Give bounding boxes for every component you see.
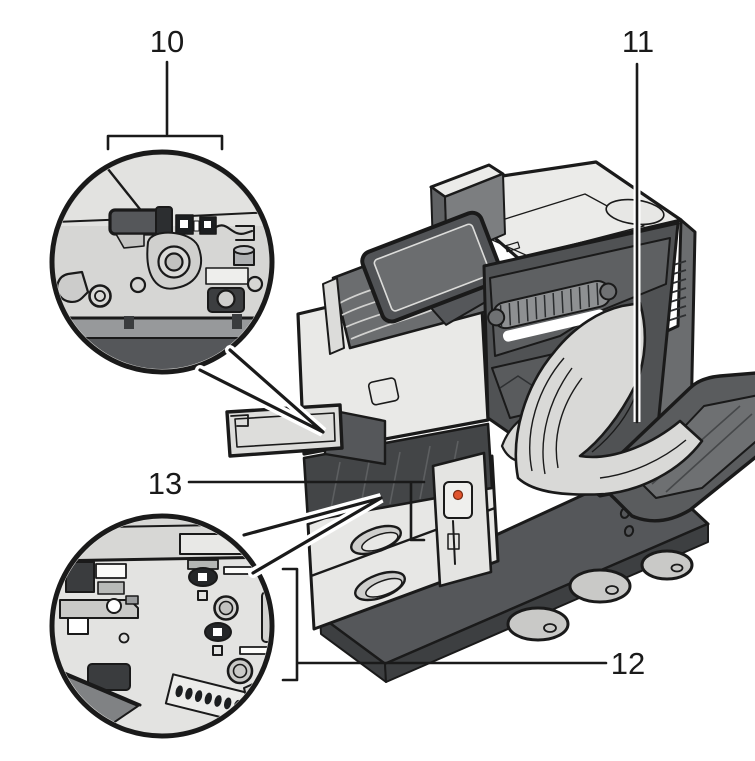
callout-12: 12: [281, 567, 645, 682]
callout-label-13: 13: [148, 466, 182, 501]
diagram-canvas: 10 11 13 12: [49, 24, 755, 739]
printer-illustration: [225, 160, 755, 683]
callout-11: 11: [622, 24, 654, 59]
latch-orange-indicator: [452, 489, 464, 501]
magnifier-circle-top: [49, 149, 327, 437]
sensor-wire: [214, 224, 254, 235]
caster-wheel: [568, 568, 632, 604]
callout-label-10: 10: [150, 24, 184, 59]
tray-handle: [354, 570, 406, 602]
callout-13: 13: [148, 466, 426, 542]
callout-10: 10: [106, 24, 224, 151]
caster-base-frame: [318, 464, 710, 683]
callout-10-bracket: [106, 134, 224, 151]
printer-jam-diagram: 10 11 13 12: [40, 16, 755, 745]
tray-stopper-block: [87, 663, 131, 691]
fuser-roller: [487, 280, 618, 330]
callout-label-12: 12: [611, 646, 645, 681]
paper-guide-highlight: [502, 309, 605, 342]
callout-12-bracket: [281, 567, 608, 682]
magnifier-pointer-wedge-top: [195, 345, 327, 437]
tray-handle: [350, 524, 402, 556]
touchscreen: [373, 223, 491, 312]
control-panel: [360, 210, 504, 326]
callout-label-11: 11: [622, 24, 654, 59]
front-right-corner-post: [431, 451, 493, 588]
caster-wheel: [640, 549, 694, 581]
caster-wheel: [506, 606, 570, 642]
jammed-paper: [500, 301, 704, 496]
callout-13-bracket: [187, 480, 426, 542]
brand-badge: [367, 377, 400, 406]
magnifier-pointer-wedge-bottom: [239, 493, 384, 578]
open-tray-slot: [302, 422, 494, 523]
